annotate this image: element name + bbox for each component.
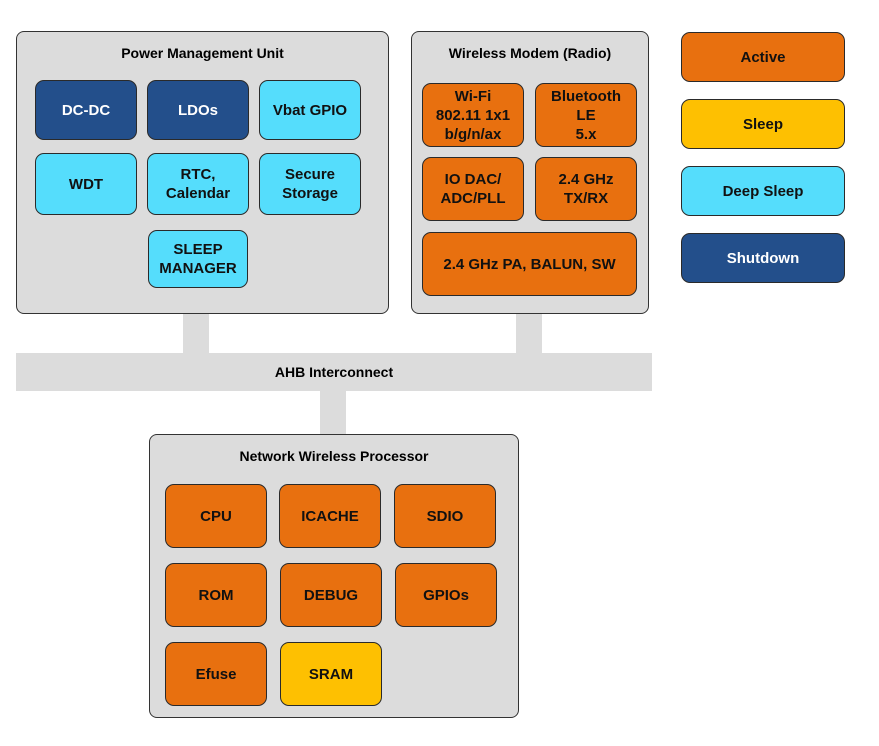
legend-sleep: Sleep: [681, 99, 845, 149]
block-efuse: Efuse: [165, 642, 267, 706]
block-pa-balun-sw: 2.4 GHz PA, BALUN, SW: [422, 232, 637, 296]
block-cpu: CPU: [165, 484, 267, 548]
block-bluetooth-le: Bluetooth LE 5.x: [535, 83, 637, 147]
block-dc-dc: DC-DC: [35, 80, 137, 140]
network-wireless-processor: Network Wireless Processor CPU ICACHE SD…: [149, 434, 519, 718]
legend-active: Active: [681, 32, 845, 82]
block-rom: ROM: [165, 563, 267, 627]
block-wdt: WDT: [35, 153, 137, 215]
wireless-modem: Wireless Modem (Radio) Wi-Fi 802.11 1x1 …: [411, 31, 649, 314]
block-gpios: GPIOs: [395, 563, 497, 627]
block-sram: SRAM: [280, 642, 382, 706]
block-sdio: SDIO: [394, 484, 496, 548]
ahb-interconnect-label: AHB Interconnect: [274, 364, 394, 380]
pmu-bus-connector: [183, 312, 209, 356]
block-secure-storage: Secure Storage: [259, 153, 361, 215]
block-2-4ghz-txrx: 2.4 GHz TX/RX: [535, 157, 637, 221]
legend-shutdown: Shutdown: [681, 233, 845, 283]
modem-title: Wireless Modem (Radio): [448, 45, 612, 61]
legend-deep-sleep: Deep Sleep: [681, 166, 845, 216]
block-debug: DEBUG: [280, 563, 382, 627]
block-icache: ICACHE: [279, 484, 381, 548]
pmu-title: Power Management Unit: [121, 45, 284, 61]
nwp-bus-connector: [320, 390, 346, 436]
power-management-unit: Power Management Unit DC-DC LDOs Vbat GP…: [16, 31, 389, 314]
nwp-title: Network Wireless Processor: [239, 448, 429, 464]
ahb-interconnect: AHB Interconnect: [16, 353, 652, 391]
modem-bus-connector: [516, 312, 542, 356]
block-rtc-calendar: RTC, Calendar: [147, 153, 249, 215]
block-vbat-gpio: Vbat GPIO: [259, 80, 361, 140]
block-wifi: Wi-Fi 802.11 1x1 b/g/n/ax: [422, 83, 524, 147]
block-sleep-manager: SLEEP MANAGER: [148, 230, 248, 288]
block-io-dac-adc-pll: IO DAC/ ADC/PLL: [422, 157, 524, 221]
block-ldos: LDOs: [147, 80, 249, 140]
